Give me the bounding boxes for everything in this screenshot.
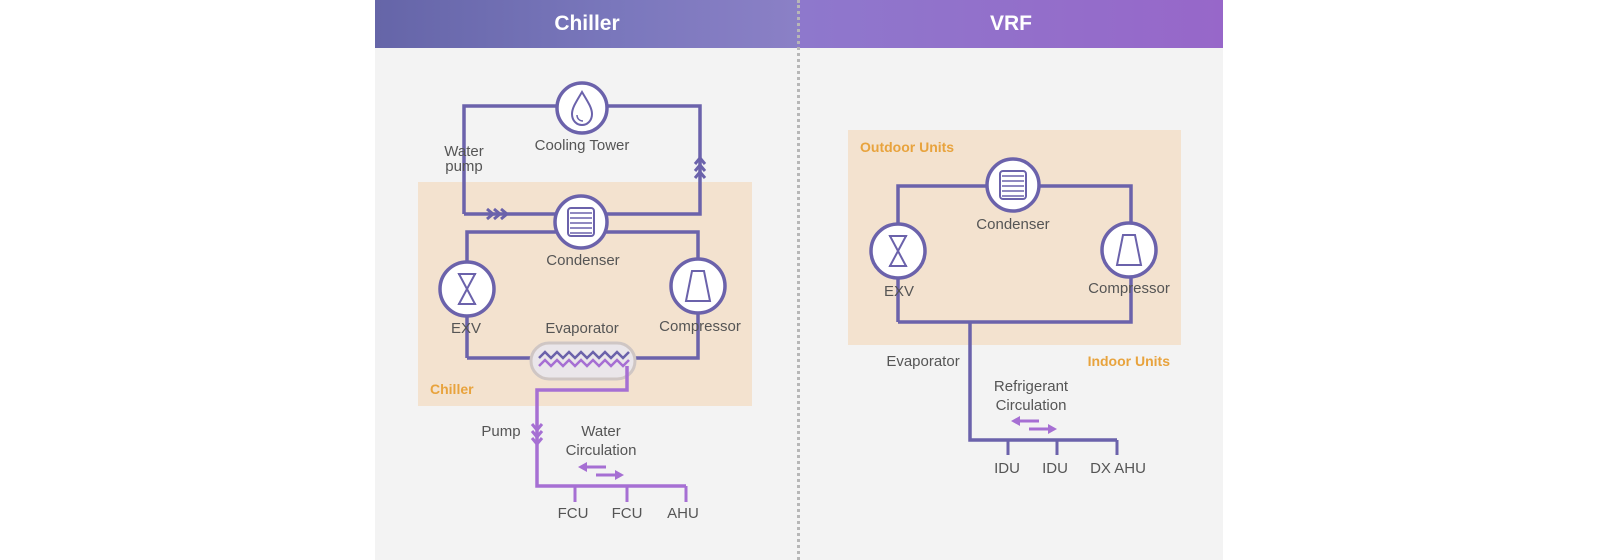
pump-flow-arrows <box>530 423 544 447</box>
water-circulation-arrows <box>578 462 624 480</box>
chiller-condenser-label: Condenser <box>546 252 619 269</box>
terminal-label-fcu-2: FCU <box>612 505 643 522</box>
vrf-exv-label: EXV <box>884 283 914 300</box>
vrf-condenser-label: Condenser <box>976 216 1049 233</box>
terminal-label-fcu-1: FCU <box>558 505 589 522</box>
hourglass-valve-icon <box>869 222 927 280</box>
terminal-label-idu-2: IDU <box>1042 460 1068 477</box>
trapezoid-compressor-icon <box>1100 221 1158 279</box>
cooling-tower-label: Cooling Tower <box>535 137 630 154</box>
chiller-exv-label: EXV <box>451 320 481 337</box>
chiller-header: Chiller <box>375 0 799 48</box>
water-drop-icon <box>555 81 609 135</box>
terminal-label-dx-ahu: DX AHU <box>1090 460 1146 477</box>
evaporator-label: Evaporator <box>545 320 618 337</box>
chiller-box-label: Chiller <box>430 381 474 397</box>
tower-return-flow-arrows <box>693 155 707 179</box>
vrf-evaporator-label: Evaporator <box>886 353 959 370</box>
refrigerant-circulation-label-line1: Refrigerant <box>994 378 1069 395</box>
refrigerant-line <box>968 322 1117 442</box>
trapezoid-compressor-icon <box>669 257 727 315</box>
water-pump-label-line2: pump <box>445 158 483 175</box>
hourglass-valve-icon <box>438 260 496 318</box>
water-pump-label-line1: Water <box>444 143 483 160</box>
center-divider <box>797 0 800 560</box>
water-pump-flow-arrows <box>486 207 510 221</box>
refrigerant-circulation-label-line2: Circulation <box>996 397 1067 414</box>
cooling-water-loop <box>462 104 702 216</box>
chilled-water-line <box>535 366 686 488</box>
coil-icon <box>553 194 609 250</box>
coil-icon <box>985 157 1041 213</box>
indoor-units-label: Indoor Units <box>1088 353 1171 369</box>
water-circulation-label-line2: Circulation <box>566 442 637 459</box>
refrigerant-circulation-arrows <box>1011 416 1057 434</box>
water-circulation-label-line1: Water <box>581 423 620 440</box>
vrf-compressor-label: Compressor <box>1088 280 1170 297</box>
terminal-label-idu-1: IDU <box>994 460 1020 477</box>
zigzag-coil-icon <box>529 341 637 381</box>
pump-label: Pump <box>481 423 520 440</box>
chiller-compressor-label: Compressor <box>659 318 741 335</box>
outdoor-units-label: Outdoor Units <box>860 139 954 155</box>
vrf-header: VRF <box>799 0 1223 48</box>
terminal-label-ahu: AHU <box>667 505 699 522</box>
